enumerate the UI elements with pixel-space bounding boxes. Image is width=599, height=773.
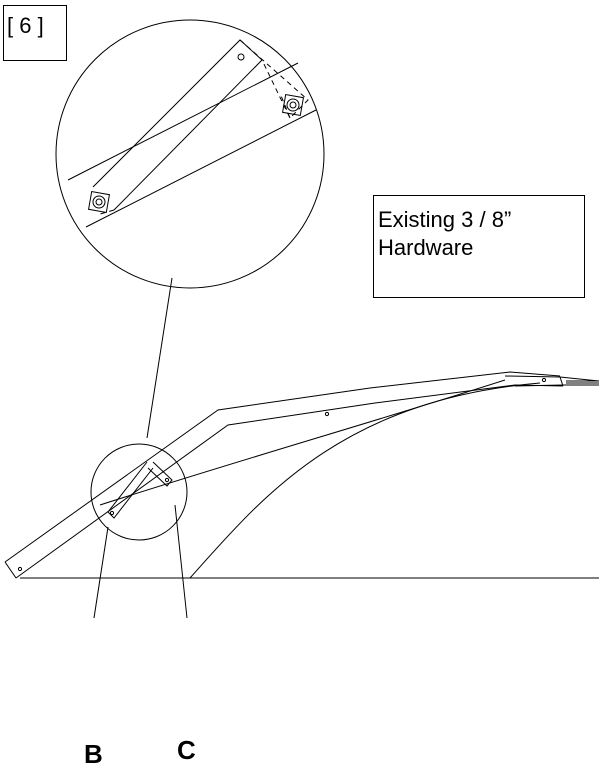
nut-right (281, 93, 305, 117)
curved-support (189, 382, 541, 579)
zoom-arm-bar (67, 62, 317, 228)
detail-circle-small (90, 443, 188, 541)
callout-c-label: C (177, 735, 196, 765)
callout-b-label: B (84, 739, 103, 769)
hole-arm-tip (541, 377, 547, 383)
leader-to-zoom (146, 277, 173, 439)
leader-c (174, 504, 188, 619)
hole-arm-mid (324, 411, 330, 417)
small-bracket (107, 461, 173, 519)
detail-circle-zoom (55, 19, 325, 289)
nut-left (87, 190, 111, 214)
step-number: [ 6 ] (7, 13, 44, 38)
hardware-note-line1: Existing 3 / 8” (378, 207, 512, 232)
zoom-bracket (92, 39, 309, 215)
hardware-note-box: Existing 3 / 8” Hardware (373, 195, 585, 298)
arm-bar (4, 371, 564, 579)
hole-arm-left (17, 566, 23, 572)
tip-bracket (504, 375, 599, 387)
leader-b (93, 526, 109, 619)
hardware-note-line2: Hardware (378, 235, 474, 260)
step-number-box: [ 6 ] (3, 5, 67, 61)
curved-upper (99, 379, 506, 506)
